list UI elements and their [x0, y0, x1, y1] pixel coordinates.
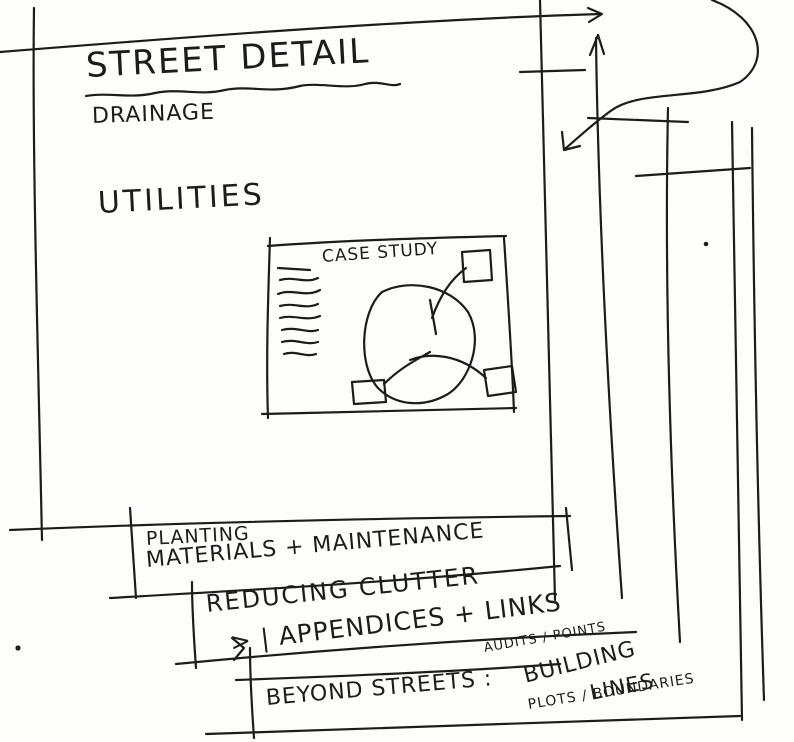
case-text-scribbles — [278, 268, 320, 355]
page-frame-bottom-line — [10, 516, 570, 530]
page-frame-right-line — [540, 0, 555, 600]
stray-dot-2 — [705, 243, 707, 245]
stray-dot-1 — [17, 647, 20, 650]
planting-box-right — [566, 508, 572, 570]
case-small-box-top — [462, 250, 492, 282]
case-map-blob — [364, 285, 475, 403]
case-box-left — [267, 238, 270, 418]
case-box-bottom — [262, 408, 516, 414]
stack-line-3 — [732, 122, 742, 720]
title-underline — [86, 83, 400, 96]
curved-arrow — [566, 0, 758, 148]
stack-tick-1 — [520, 70, 585, 72]
stack-line-2 — [667, 108, 680, 642]
case-box-right — [504, 238, 514, 412]
appendix-divider — [250, 648, 254, 738]
stack-tick-2 — [588, 118, 688, 122]
section-drainage: DRAINAGE — [92, 100, 216, 129]
curved-arrow-head — [562, 132, 580, 150]
planting-box-left — [130, 508, 136, 598]
final-bottom-line — [206, 716, 740, 734]
stack-line-4 — [752, 128, 764, 700]
clutter-box-left — [192, 582, 196, 668]
page-frame-left-line — [34, 8, 42, 540]
stack-line-1 — [596, 38, 622, 598]
